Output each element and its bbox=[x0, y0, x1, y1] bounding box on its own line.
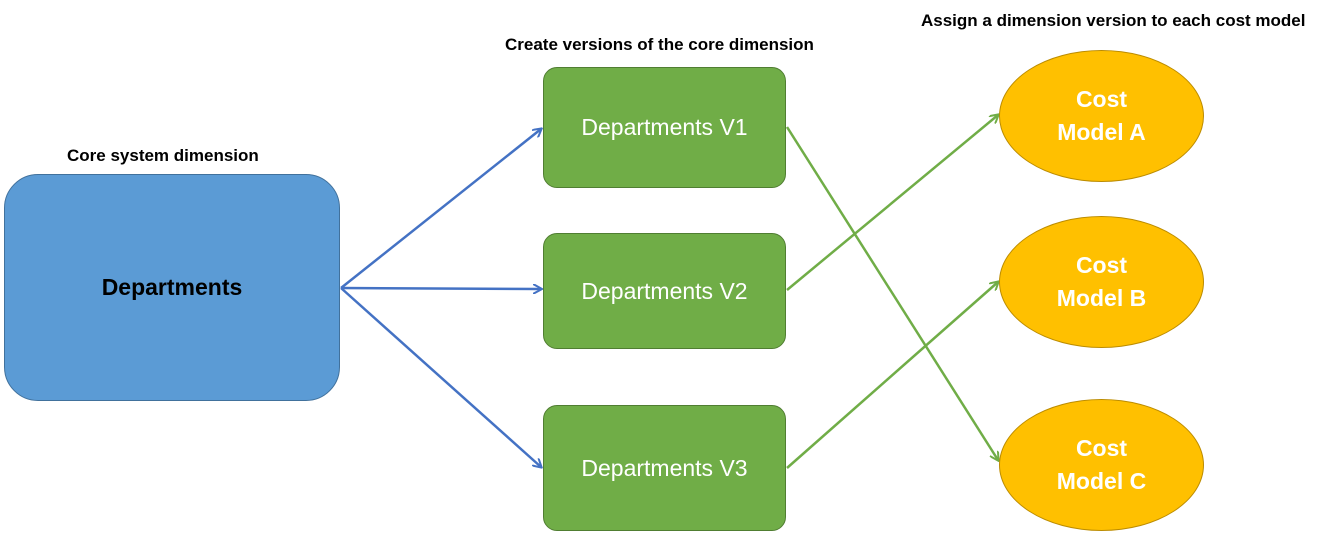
cost-model-a-ellipse: Cost Model A bbox=[999, 50, 1204, 182]
core-dimension-heading: Core system dimension bbox=[67, 146, 259, 165]
cost-model-c-ellipse: Cost Model C bbox=[999, 399, 1204, 531]
departments-v1-box: Departments V1 bbox=[543, 67, 786, 188]
v2-to-model-a-arrow bbox=[786, 115, 998, 291]
departments-v2-box: Departments V2 bbox=[543, 233, 786, 349]
v1-to-model-c-arrow bbox=[785, 126, 998, 460]
cost-model-b-line2: Model B bbox=[1056, 285, 1147, 311]
departments-v3-label: Departments V3 bbox=[581, 454, 748, 481]
core-departments-box: Departments bbox=[4, 174, 340, 401]
assign-heading: Assign a dimension version to each cost … bbox=[921, 11, 1306, 30]
departments-v3-box: Departments V3 bbox=[543, 405, 786, 531]
core-to-v2-arrow bbox=[340, 288, 541, 289]
v3-to-model-b-arrow bbox=[786, 282, 998, 469]
versions-heading: Create versions of the core dimension bbox=[505, 35, 814, 54]
core-to-v1-arrow bbox=[340, 129, 541, 289]
cost-model-b-ellipse: Cost Model B bbox=[999, 216, 1204, 348]
cost-model-b-line1: Cost bbox=[1075, 252, 1128, 278]
departments-v2-label: Departments V2 bbox=[581, 277, 748, 304]
departments-v1-label: Departments V1 bbox=[581, 114, 748, 140]
core-departments-label: Departments bbox=[101, 274, 243, 300]
cost-model-c-line1: Cost bbox=[1075, 435, 1128, 461]
cost-model-a-line2: Model A bbox=[1057, 119, 1146, 145]
cost-model-c-line2: Model C bbox=[1056, 468, 1147, 494]
core-to-v3-arrow bbox=[340, 287, 541, 467]
cost-model-a-line1: Cost bbox=[1075, 86, 1128, 112]
